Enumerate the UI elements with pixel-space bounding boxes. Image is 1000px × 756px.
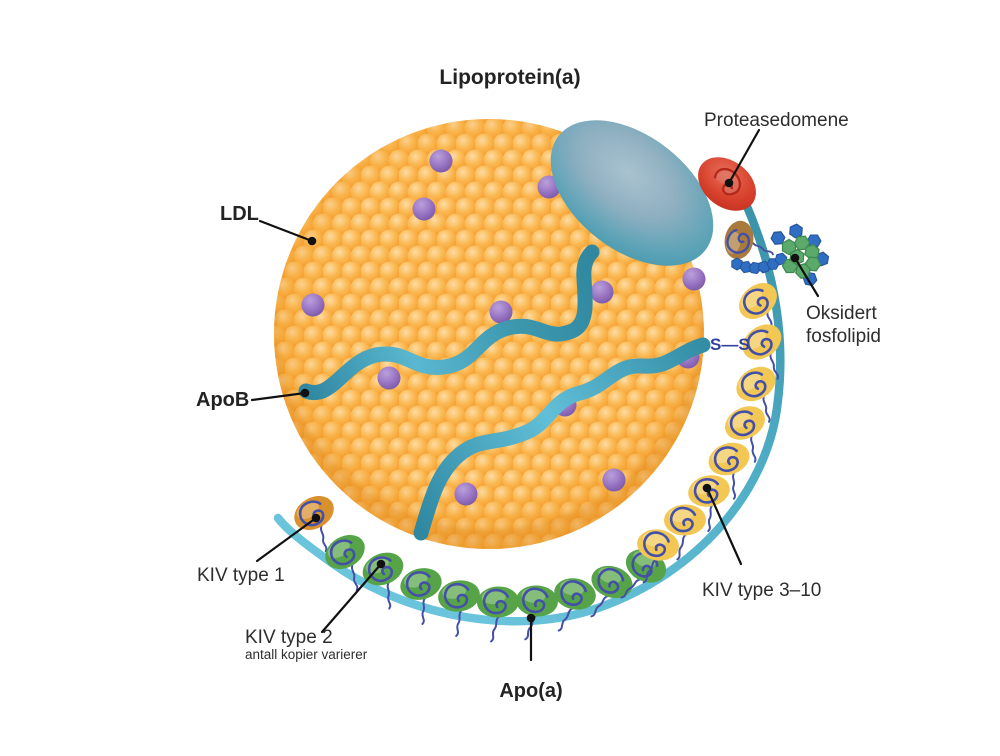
phospholipid-purple-heads <box>301 149 706 506</box>
oxidized-phospholipid-label-line1: Oksidert <box>806 303 877 324</box>
kiv-type2-label: KIV type 2 <box>245 627 333 648</box>
protease-domain-label: Proteasedomene <box>704 110 849 131</box>
pointer-lines <box>250 128 820 662</box>
kiv-type1-label: KIV type 1 <box>197 565 285 586</box>
apoa-label: Apo(a) <box>499 680 562 702</box>
apob-label: ApoB <box>196 389 249 411</box>
disulfide-bond-label: S—S <box>710 335 750 354</box>
apob-ribbon <box>298 244 711 541</box>
kiv2-kringle <box>474 584 523 644</box>
kiv-type3-10-label: KIV type 3–10 <box>702 580 821 601</box>
diagram-title: Lipoprotein(a) <box>439 66 580 89</box>
kiv2-kringle <box>512 582 561 643</box>
apob-globular-domain <box>550 120 714 266</box>
oxidized-phospholipid-label-line2: fosfolipid <box>806 326 881 347</box>
kiv-type2-sublabel: antall kopier varierer <box>245 647 368 662</box>
ldl-label: LDL <box>220 203 259 225</box>
